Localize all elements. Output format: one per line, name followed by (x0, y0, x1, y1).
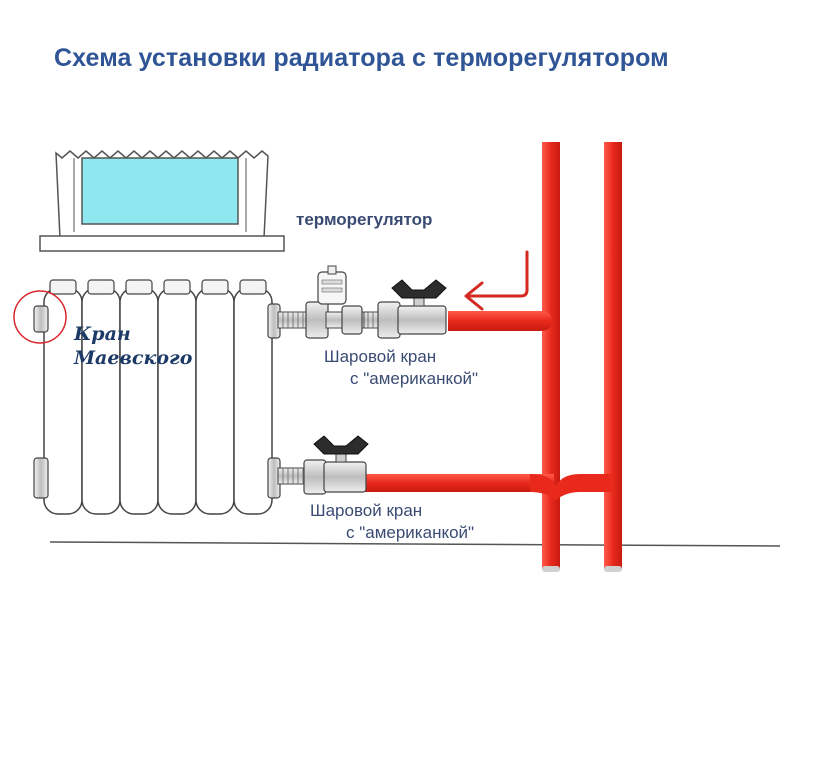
window-glass (81, 157, 239, 225)
window-sill (39, 235, 285, 252)
upper-valve-label-line1: Шаровой кран (324, 347, 437, 366)
radiator-section (195, 287, 235, 515)
lower-valve-label-line2: с "американкой" (346, 523, 475, 542)
mayevsky-label-line1: Кран (74, 323, 131, 345)
upper-ball-valve-label: Шаровой кран с "американкой" (316, 346, 546, 390)
lower-valve-label-line1: Шаровой кран (310, 501, 423, 520)
upper-valve-handle-icon (391, 279, 447, 299)
left-top-plug (33, 305, 49, 333)
lower-return-pipe (364, 474, 554, 492)
upper-supply-pipe (448, 311, 552, 331)
mayevsky-label-line2: Маевского (74, 347, 193, 369)
radiator-section (233, 287, 273, 515)
floor-line (49, 541, 781, 547)
bypass-bend (530, 474, 612, 500)
left-bottom-plug (33, 457, 49, 499)
diagram-title: Схема установки радиатора с терморегулят… (54, 44, 669, 72)
mayevsky-highlight-circle (13, 290, 67, 344)
flow-arrow (464, 250, 529, 311)
window (39, 150, 285, 252)
return-riser (604, 142, 622, 570)
lower-fittings (277, 435, 369, 495)
radiator (33, 279, 281, 515)
thermoregulator-label: терморегулятор (296, 210, 433, 229)
risers (542, 142, 622, 572)
upper-valve-label-line2: с "американкой" (350, 369, 479, 388)
supply-riser (542, 142, 560, 570)
lower-ball-valve-label: Шаровой кран с "американкой" (306, 500, 546, 544)
mayevsky-valve-label: Кран Маевского (74, 322, 192, 370)
lower-valve-handle-icon (313, 435, 369, 455)
upper-fittings (277, 265, 447, 339)
